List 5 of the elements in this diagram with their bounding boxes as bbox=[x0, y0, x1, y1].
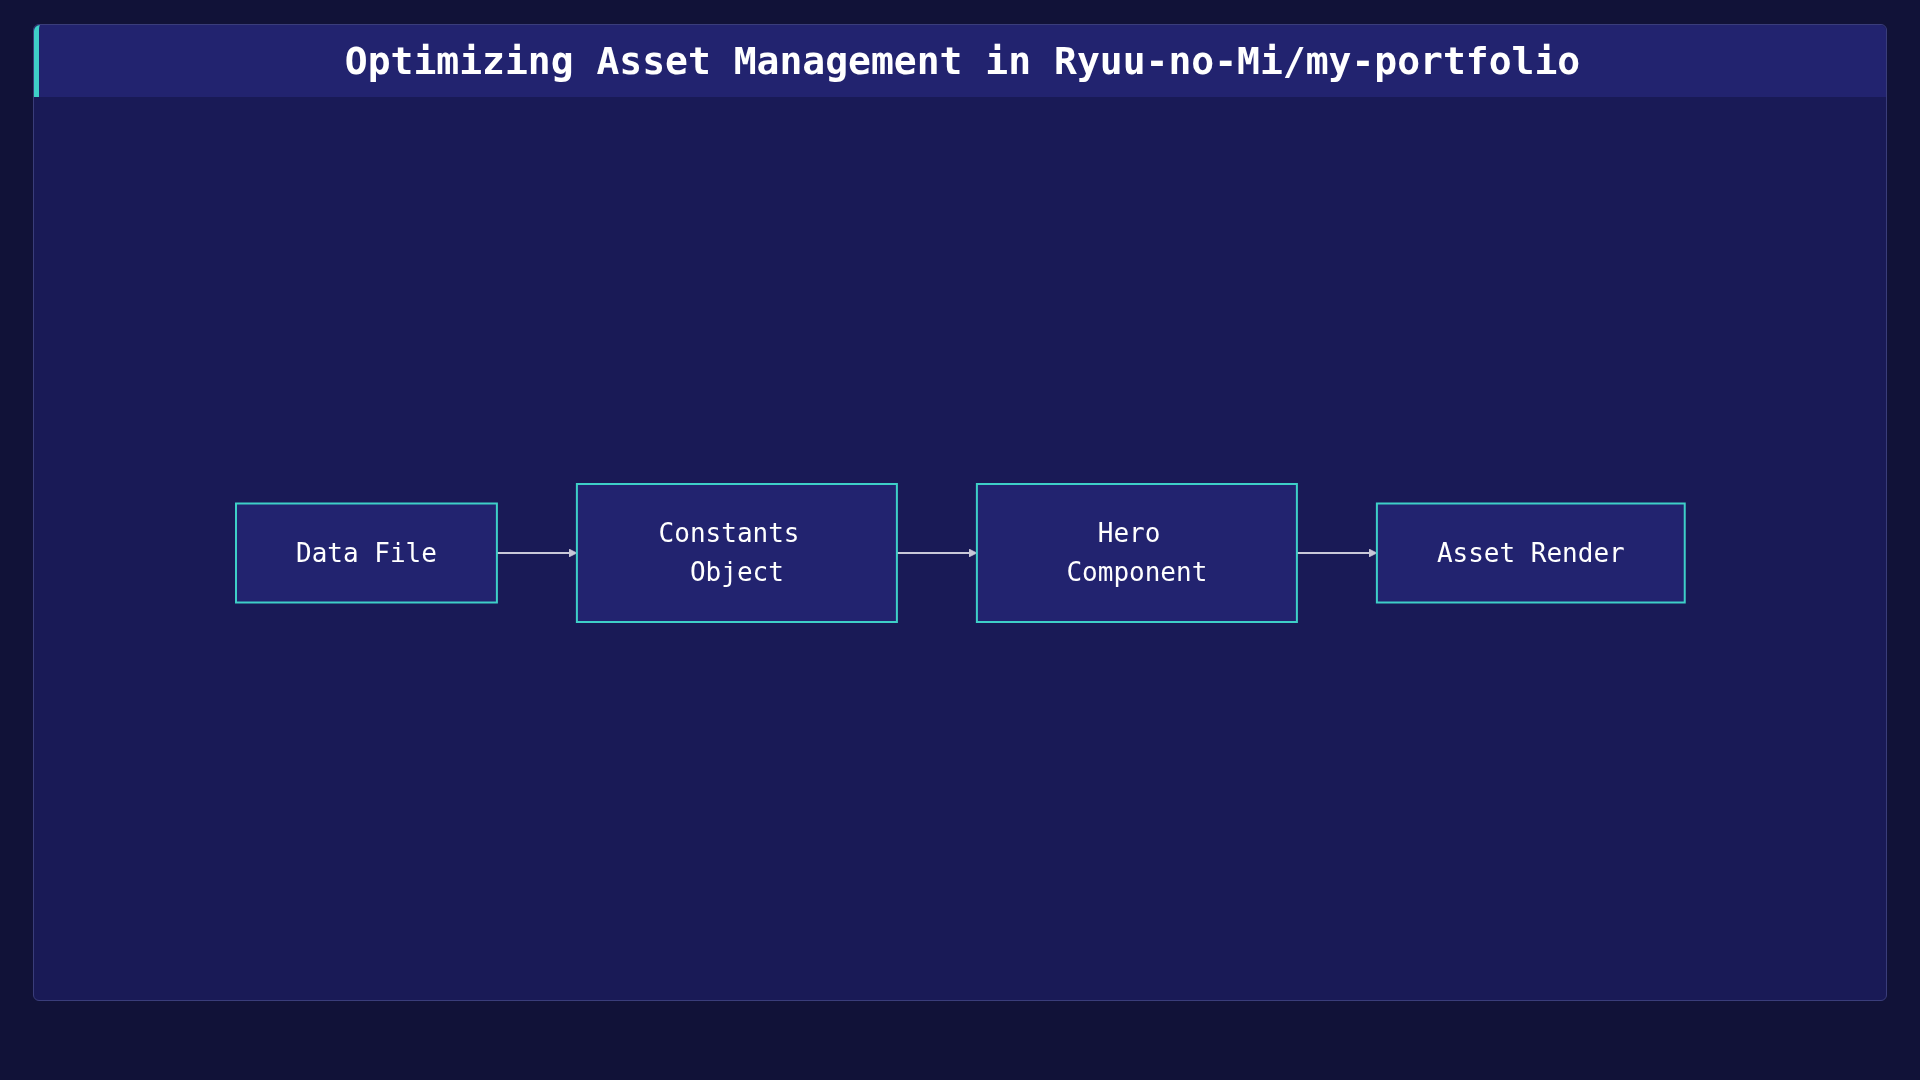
node-box: Data File bbox=[234, 502, 498, 603]
title: Optimizing Asset Management in Ryuu-no-Mi/my-portfolio bbox=[34, 25, 1886, 97]
node-box: Hero Component bbox=[975, 482, 1298, 623]
node-box: Constants Object bbox=[575, 482, 898, 623]
node-box: Asset Render bbox=[1375, 502, 1686, 603]
